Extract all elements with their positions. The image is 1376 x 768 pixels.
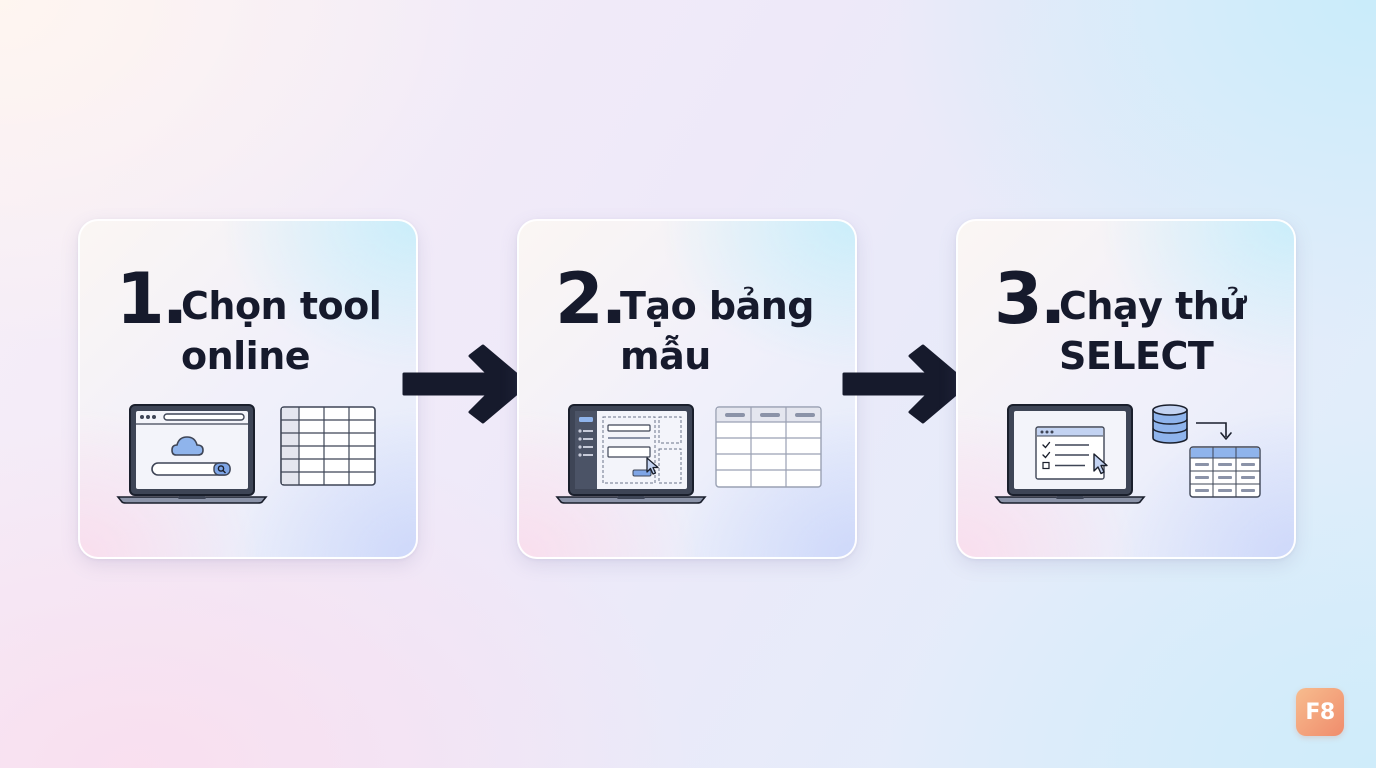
step-title-line: online: [181, 334, 311, 378]
brand-logo-text: F8: [1305, 699, 1335, 725]
step-card-1: 1. Chọn tool online: [78, 219, 418, 559]
search-icon: [213, 462, 231, 476]
step-number: 2.: [555, 258, 627, 340]
table-grid-icon: [715, 406, 822, 488]
table-grid-icon: [1189, 446, 1261, 498]
cursor-icon: [646, 457, 659, 475]
form-builder-icon: [555, 404, 822, 504]
laptop-browser-icon: [116, 404, 376, 504]
step-title-line: Chọn tool: [181, 284, 382, 328]
brand-logo: F8: [1296, 688, 1344, 736]
cloud-icon: [171, 436, 204, 456]
step-number: 1.: [116, 258, 188, 340]
cursor-icon: [1093, 453, 1108, 475]
step-title: Tạo bảng mẫu: [620, 281, 850, 381]
step-title-line: Tạo bảng: [620, 284, 815, 328]
step-title-line: Chạy thử: [1059, 284, 1246, 328]
arrow-icon: [1196, 422, 1232, 440]
step-title-line: SELECT: [1059, 334, 1214, 378]
table-grid-icon: [280, 406, 376, 486]
arrow-icon: [402, 344, 530, 424]
arrow-icon: [842, 344, 970, 424]
checklist-icon: [994, 404, 1261, 504]
step-card-3: 3. Chạy thử SELECT: [956, 219, 1296, 559]
step-title: Chọn tool online: [181, 281, 411, 381]
step-title-line: mẫu: [620, 334, 711, 378]
step-card-2: 2. Tạo bảng mẫu: [517, 219, 857, 559]
step-title: Chạy thử SELECT: [1059, 281, 1289, 381]
step-number: 3.: [994, 258, 1066, 340]
database-icon: [1152, 404, 1188, 444]
